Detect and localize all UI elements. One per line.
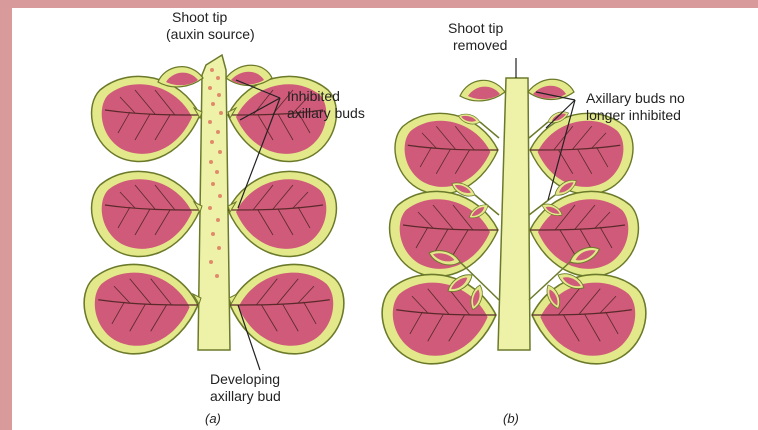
label-inhibited-buds: axillary buds <box>287 105 365 121</box>
stem-b <box>498 78 530 350</box>
label-inhibited: Inhibited <box>287 88 340 104</box>
label-no-longer-inhibited: longer inhibited <box>586 107 681 123</box>
caption-b: (b) <box>503 411 519 426</box>
panel-a: Shoot tip (auxin source) Inhibited axill… <box>84 9 365 426</box>
label-shoot-tip-b: Shoot tip <box>448 20 503 36</box>
panel-b: Shoot tip removed Axillary buds no longe… <box>382 20 685 426</box>
label-no-longer: Axillary buds no <box>586 90 685 106</box>
stem-a <box>198 55 230 350</box>
label-developing: Developing <box>210 371 280 387</box>
caption-a: (a) <box>205 411 221 426</box>
label-developing-bud: axillary bud <box>210 388 281 404</box>
label-removed: removed <box>453 37 507 53</box>
label-auxin-source: (auxin source) <box>166 26 255 42</box>
label-shoot-tip: Shoot tip <box>172 9 227 25</box>
